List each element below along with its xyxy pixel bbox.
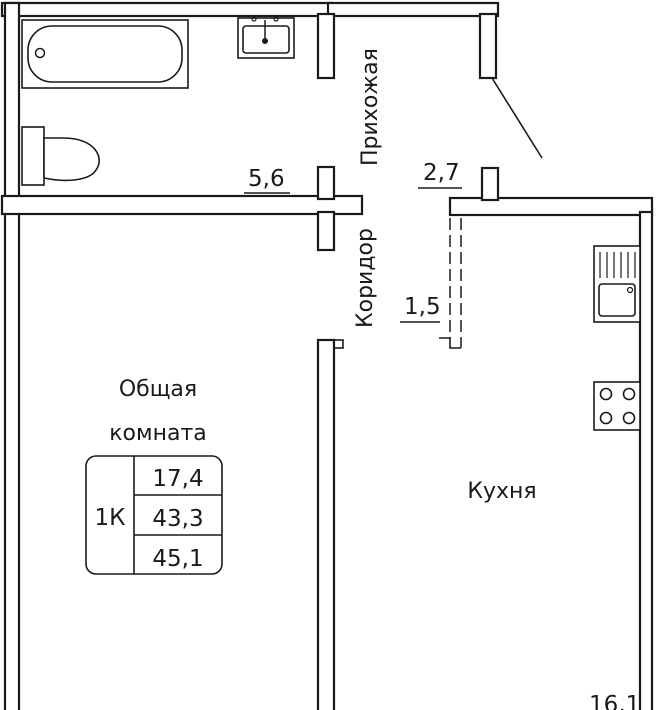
bathroom-east-wall-lower (316, 165, 336, 201)
area-without-balcony-value: 43,3 (152, 506, 203, 532)
bathroom-area: 5,6 (248, 166, 285, 192)
top-wall-right (326, 1, 500, 18)
living-area-value: 17,4 (152, 466, 203, 492)
area-summary-table: 1К 17,4 43,3 45,1 (85, 455, 223, 575)
left-wall-bathroom (3, 1, 21, 205)
kitchen-sink-icon (593, 245, 641, 323)
kitchen-top-wall (448, 196, 654, 217)
living-room-name-line2: комната (109, 421, 207, 446)
left-wall-living (3, 208, 21, 710)
corridor-name: Коридор (353, 228, 378, 328)
hallway-name: Прихожая (358, 48, 383, 166)
toilet-icon (21, 126, 100, 186)
living-east-wall (316, 338, 336, 710)
living-east-wall-upper (316, 210, 336, 252)
bathroom-east-wall-upper (316, 12, 336, 80)
kitchen-opening (439, 218, 462, 349)
living-east-wall-tick (333, 339, 344, 349)
hallway-jamb (480, 166, 500, 202)
bathroom-living-wall (0, 194, 364, 216)
total-area-value: 45,1 (152, 546, 203, 572)
entrance-wall-stub (478, 12, 498, 80)
apartment-type: 1К (95, 505, 126, 531)
hallway-area: 2,7 (423, 160, 460, 186)
top-wall-left (0, 1, 334, 18)
kitchen-name: Кухня (467, 479, 536, 504)
kitchen-right-wall (638, 210, 654, 710)
stove-icon (593, 381, 641, 431)
sink-icon (237, 16, 295, 59)
bathtub-icon (21, 19, 189, 89)
entrance-door-swing (491, 77, 543, 159)
kitchen-area: 16,1 (589, 692, 640, 710)
corridor-area: 1,5 (404, 294, 441, 320)
living-room-name-line1: Общая (119, 377, 197, 402)
